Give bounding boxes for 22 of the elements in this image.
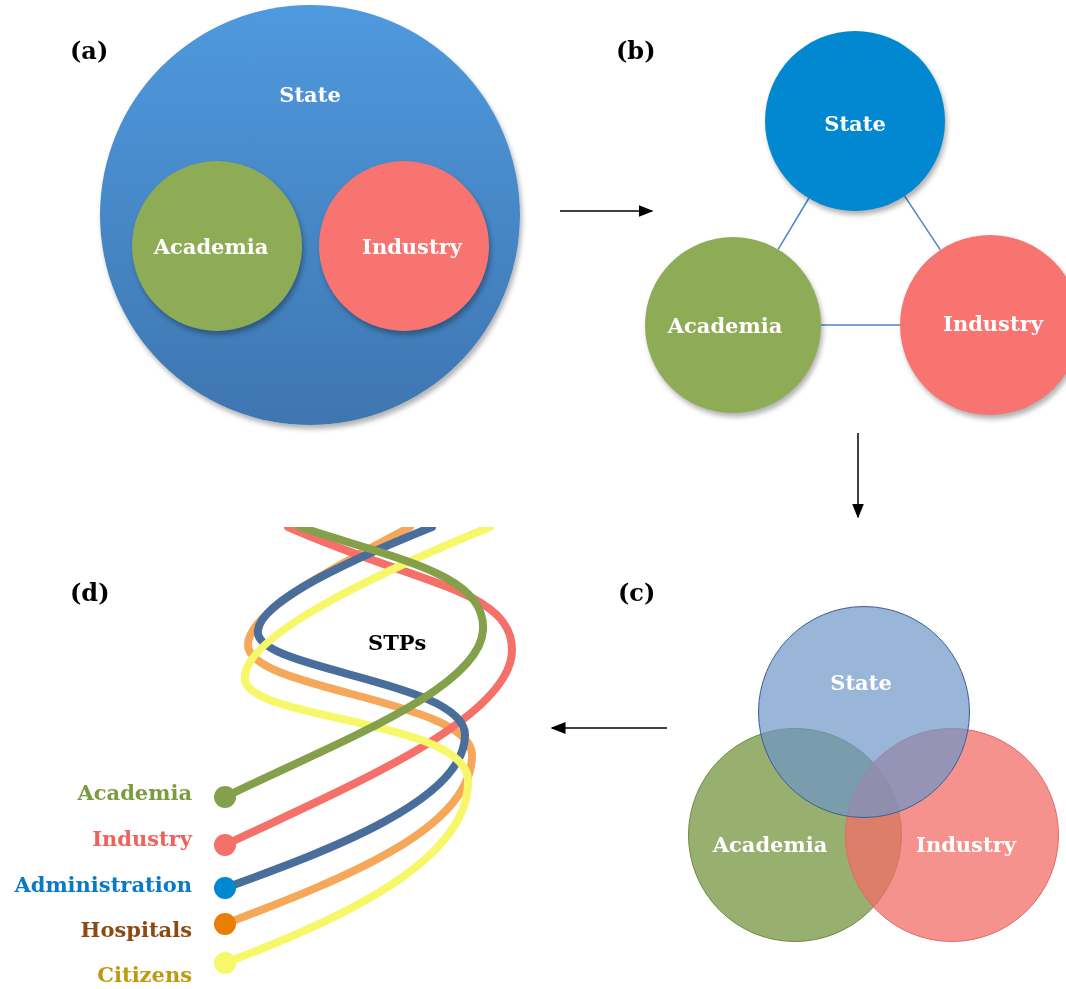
node-label: Academia	[712, 831, 828, 857]
node-label: State	[830, 669, 892, 695]
node-label: State	[824, 110, 886, 136]
connector-line	[820, 324, 901, 326]
strand-label: Industry	[92, 826, 192, 851]
panel-label: (c)	[618, 578, 656, 607]
strand-label: Citizens	[97, 962, 192, 987]
node-label: Industry	[943, 310, 1043, 336]
strand-label: Hospitals	[80, 917, 192, 942]
strand-label: Administration	[14, 872, 192, 897]
node-label: Industry	[362, 233, 462, 259]
panel-label: (d)	[70, 578, 110, 607]
node-label: State	[279, 81, 341, 107]
node-label: Academia	[667, 312, 783, 338]
panel-label: (b)	[616, 36, 656, 65]
helix-label: STPs	[368, 630, 427, 655]
connector-line	[777, 197, 810, 251]
node-label: Industry	[916, 831, 1016, 857]
connector-line	[903, 195, 942, 251]
panel-label: (a)	[70, 36, 109, 65]
node-label: Academia	[153, 233, 269, 259]
strand-label: Academia	[77, 780, 192, 805]
